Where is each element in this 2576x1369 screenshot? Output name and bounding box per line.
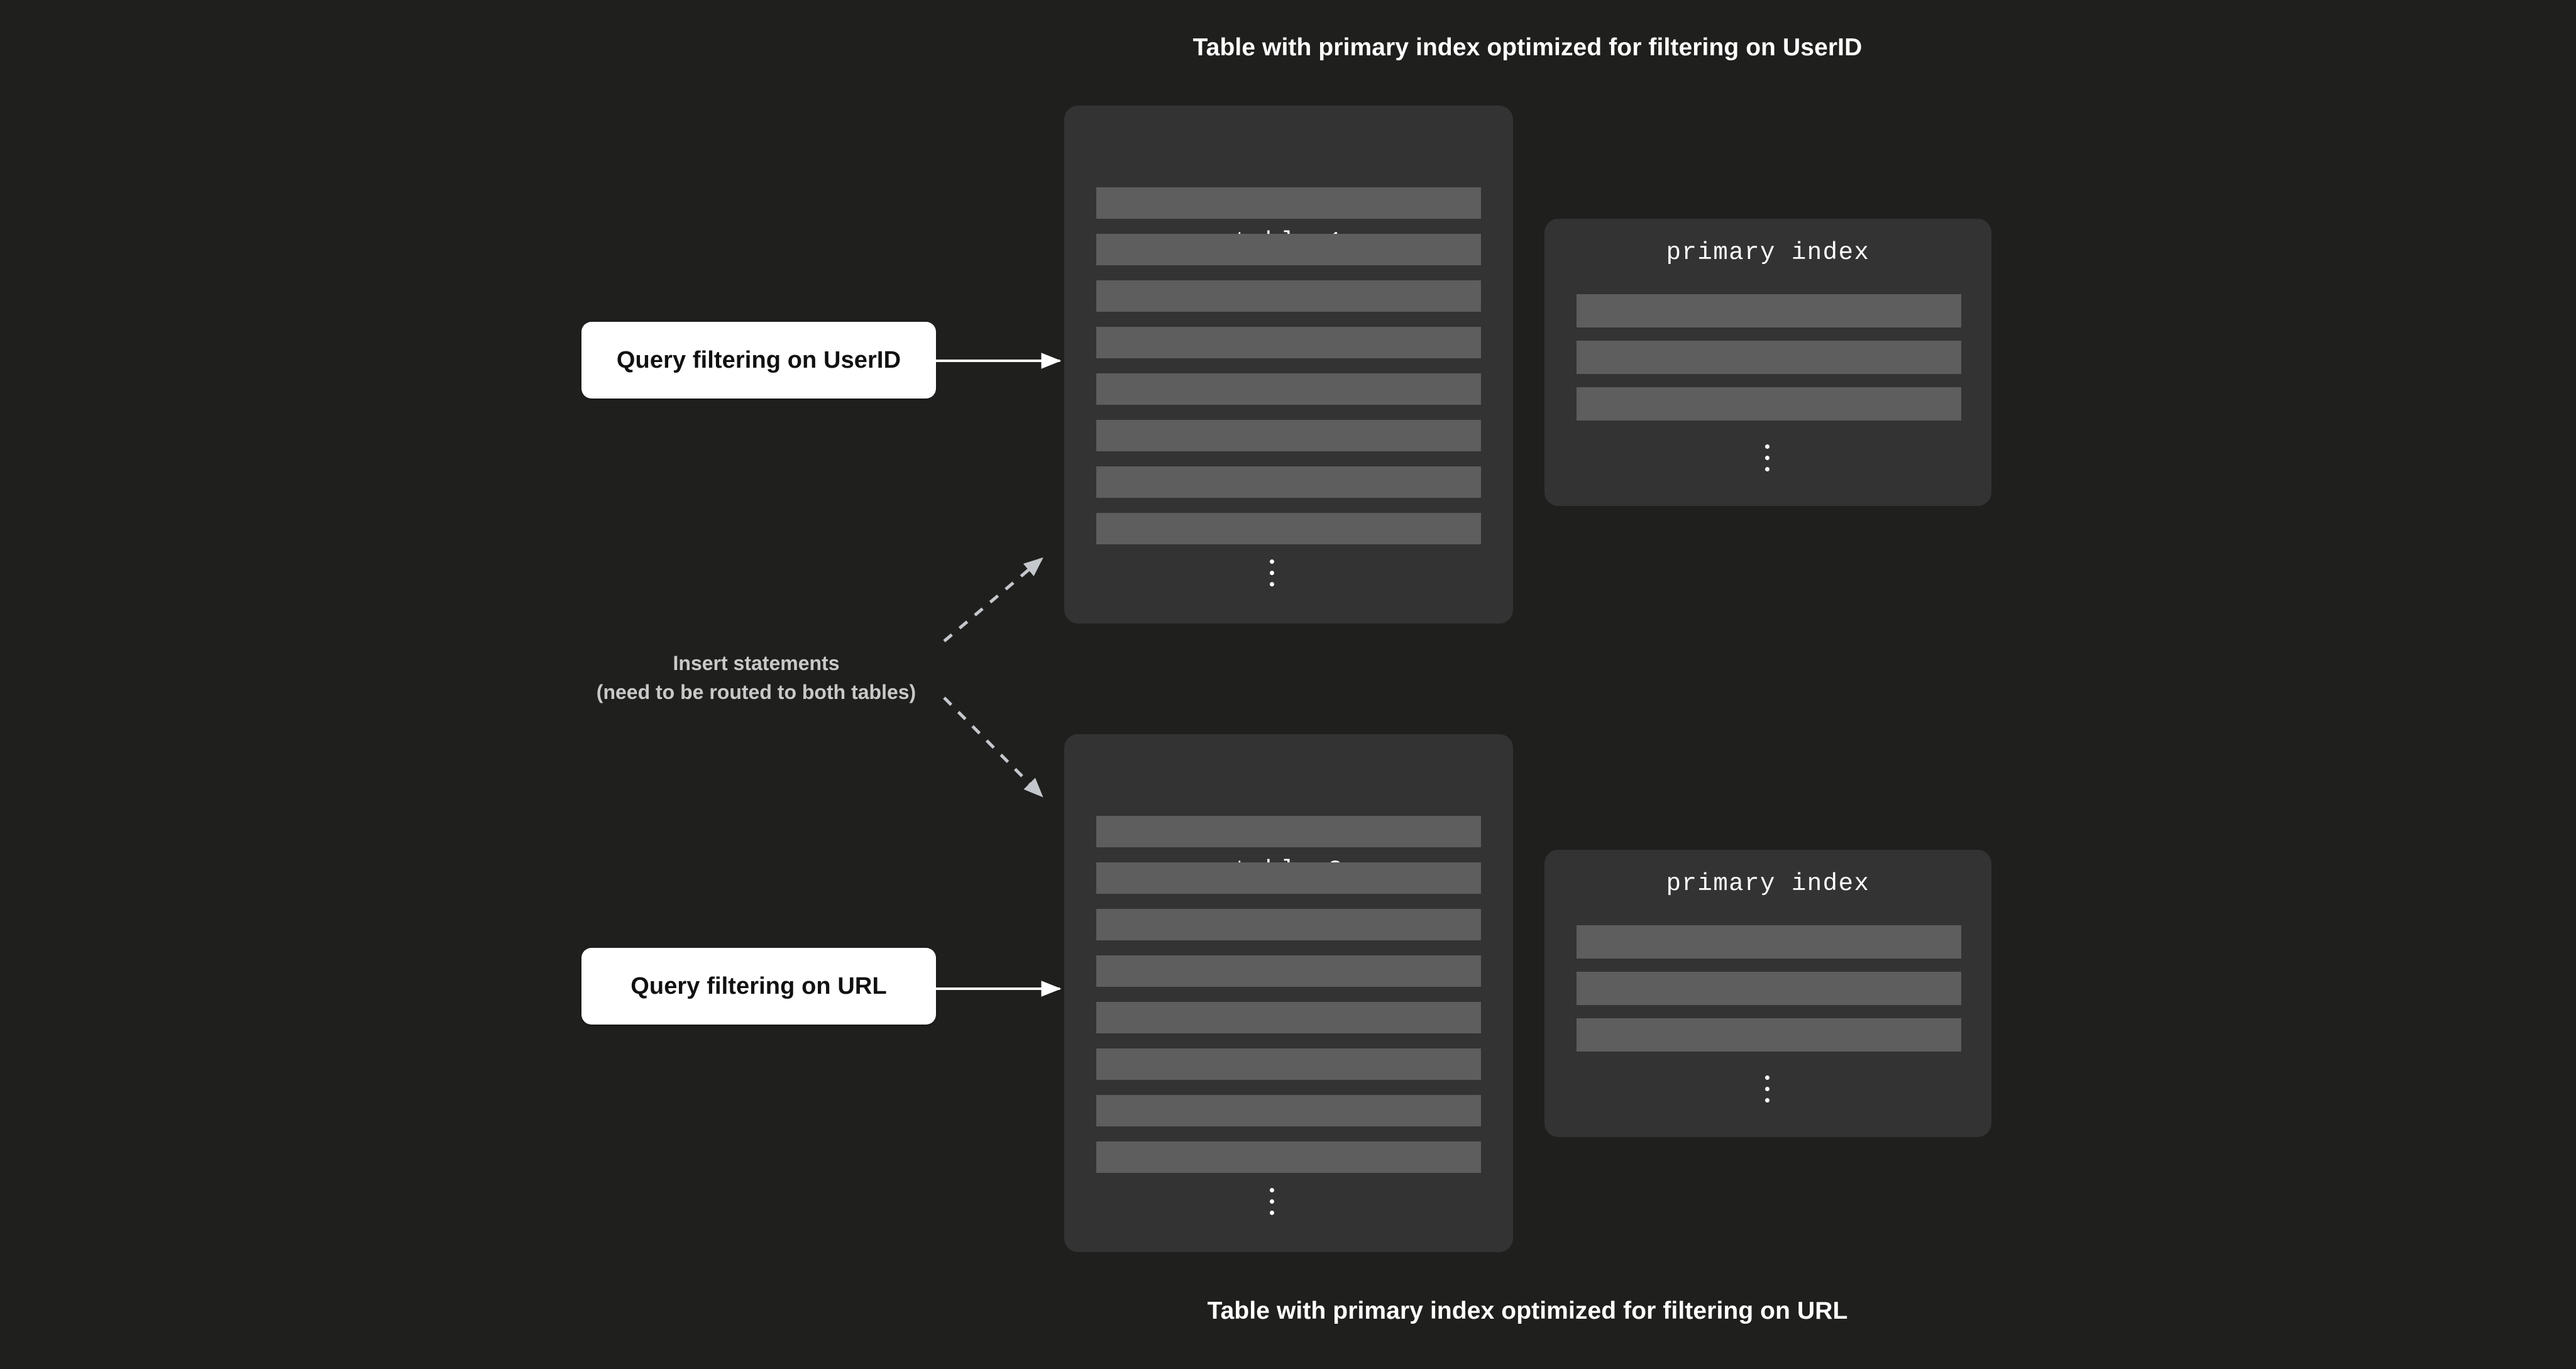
table-row xyxy=(1096,187,1481,219)
table-row xyxy=(1096,373,1481,405)
primary-index-1-ellipsis-icon xyxy=(1765,444,1770,471)
table-row xyxy=(1096,466,1481,498)
table-row xyxy=(1096,816,1481,847)
bottom-caption: Table with primary index optimized for f… xyxy=(1207,1297,1848,1324)
query-filtering-url-box[interactable]: Query filtering on URL xyxy=(581,948,936,1025)
table-row xyxy=(1096,955,1481,987)
query-filtering-url-label: Query filtering on URL xyxy=(630,972,887,999)
table-row xyxy=(1096,1002,1481,1033)
table-2-panel: table 2 xyxy=(1064,734,1513,1252)
table-row xyxy=(1096,1048,1481,1080)
index-row xyxy=(1577,1018,1961,1052)
table-row xyxy=(1096,1141,1481,1173)
table-row xyxy=(1096,1095,1481,1126)
insert-arrow-to-table-2 xyxy=(943,696,1043,798)
table-row xyxy=(1096,420,1481,451)
primary-index-2-ellipsis-icon xyxy=(1765,1075,1770,1102)
table-2-ellipsis-icon xyxy=(1270,1188,1274,1215)
table-row xyxy=(1096,909,1481,940)
insert-arrow-to-table-1 xyxy=(943,557,1043,642)
table-row xyxy=(1096,513,1481,544)
index-row xyxy=(1577,294,1961,327)
primary-index-1-panel: primary index xyxy=(1544,219,1991,506)
index-row xyxy=(1577,341,1961,374)
table-1-panel: table 1 xyxy=(1064,106,1513,624)
top-caption: Table with primary index optimized for f… xyxy=(1192,34,1863,61)
index-row xyxy=(1577,925,1961,959)
index-row xyxy=(1577,972,1961,1005)
table-row xyxy=(1096,280,1481,312)
insert-statements-note: Insert statements (need to be routed to … xyxy=(597,649,916,707)
insert-statements-line-1: Insert statements xyxy=(673,652,840,674)
primary-index-2-title: primary index xyxy=(1666,870,1870,898)
index-row xyxy=(1577,387,1961,421)
table-row xyxy=(1096,862,1481,894)
insert-statements-line-2: (need to be routed to both tables) xyxy=(596,681,916,704)
table-row xyxy=(1096,234,1481,265)
query-filtering-userid-box[interactable]: Query filtering on UserID xyxy=(581,322,936,399)
query-filtering-userid-label: Query filtering on UserID xyxy=(616,346,901,373)
primary-index-1-title: primary index xyxy=(1666,239,1870,267)
table-row xyxy=(1096,327,1481,358)
table-1-ellipsis-icon xyxy=(1270,559,1274,586)
primary-index-2-panel: primary index xyxy=(1544,850,1991,1137)
